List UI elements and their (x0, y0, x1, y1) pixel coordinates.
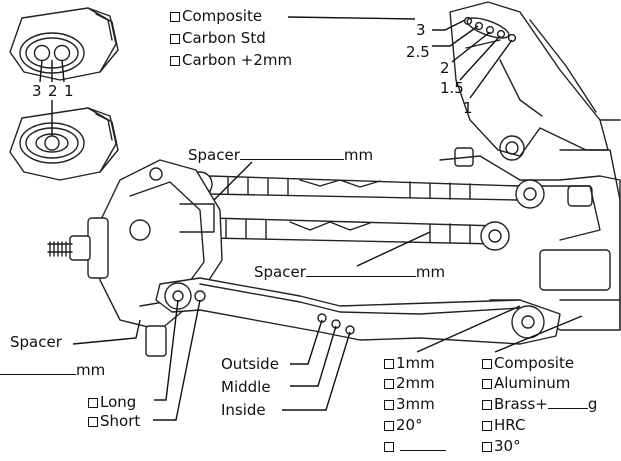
hub-hole-label-2: 2 (48, 82, 58, 100)
ride-spacer-option-2mm[interactable]: 2mm (384, 375, 435, 392)
spacer-unit: mm (76, 361, 106, 379)
hub-hole-label-3: 3 (32, 82, 42, 100)
hub-upright (47, 159, 223, 357)
option-label: Brass+ (494, 395, 548, 413)
camber-material-option-composite[interactable]: Composite (170, 8, 262, 25)
camber-material-option-carbon-std[interactable]: Carbon Std (170, 30, 266, 47)
camber-hole-label-1: 1 (463, 99, 473, 117)
shock-mount-middle-label: Middle (221, 378, 271, 396)
arm-length-option-short[interactable]: Short (88, 413, 140, 430)
camber-hole-label-2: 2 (440, 59, 450, 77)
option-label: 30° (494, 437, 521, 455)
arm-material-option-aluminum[interactable]: Aluminum (482, 375, 570, 392)
option-label: 1mm (396, 354, 435, 372)
option-label: 20° (396, 416, 423, 434)
option-label: Long (100, 393, 137, 411)
arm-material-option-30deg[interactable]: 30° (482, 438, 521, 455)
checkbox-icon[interactable] (384, 379, 394, 389)
checkbox-icon[interactable] (170, 12, 180, 22)
left-spacer-label: Spacer (10, 333, 62, 351)
ride-spacer-option-3mm[interactable]: 3mm (384, 396, 435, 413)
arm-length-option-long[interactable]: Long (88, 394, 136, 411)
option-label: Carbon Std (182, 29, 266, 47)
camber-hole-label-1-5: 1.5 (440, 79, 464, 97)
custom-blank[interactable] (400, 450, 446, 451)
shock-mount-outside-label: Outside (221, 355, 279, 373)
checkbox-icon[interactable] (482, 442, 492, 452)
ride-spacer-option-20deg[interactable]: 20° (384, 417, 423, 434)
lower-arm (155, 277, 561, 345)
checkbox-icon[interactable] (384, 442, 394, 452)
checkbox-icon[interactable] (384, 421, 394, 431)
option-label: Carbon +2mm (182, 51, 293, 69)
option-label: HRC (494, 416, 526, 434)
option-label: 2mm (396, 374, 435, 392)
ride-spacer-option-custom[interactable] (384, 438, 446, 455)
checkbox-icon[interactable] (384, 359, 394, 369)
checkbox-icon[interactable] (482, 421, 492, 431)
spacer-blank[interactable] (0, 374, 76, 375)
upper-spacer-field[interactable]: Spacer mm (188, 147, 373, 164)
spacer-blank[interactable] (239, 159, 344, 160)
checkbox-icon[interactable] (482, 379, 492, 389)
camber-link-plate (449, 1, 621, 331)
shock-mount-inside-label: Inside (221, 401, 266, 419)
option-label: Composite (494, 354, 575, 372)
upper-turnbuckle (187, 171, 545, 209)
spacer-label: Spacer (254, 263, 306, 281)
arm-material-option-brass[interactable]: Brass+ g (482, 396, 597, 413)
checkbox-icon[interactable] (88, 417, 98, 427)
option-label: Composite (182, 7, 263, 25)
weight-blank[interactable] (547, 408, 588, 409)
ride-spacer-option-1mm[interactable]: 1mm (384, 355, 435, 372)
checkbox-icon[interactable] (482, 400, 492, 410)
spacer-unit: mm (343, 146, 374, 164)
camber-hole-label-2-5: 2.5 (406, 43, 430, 61)
arm-material-option-composite[interactable]: Composite (482, 355, 574, 372)
camber-material-option-carbon-plus-2mm[interactable]: Carbon +2mm (170, 52, 292, 69)
hub-hole-inset-bottom (9, 107, 119, 181)
spacer-label: Spacer (188, 146, 240, 164)
checkbox-icon[interactable] (170, 34, 180, 44)
option-label: 3mm (396, 395, 435, 413)
arm-material-option-hrc[interactable]: HRC (482, 417, 525, 434)
checkbox-icon[interactable] (88, 398, 98, 408)
checkbox-icon[interactable] (384, 400, 394, 410)
left-spacer-field[interactable]: mm (0, 362, 105, 379)
option-label: Short (100, 412, 141, 430)
hub-hole-label-1: 1 (64, 82, 74, 100)
lower-turnbuckle (209, 217, 510, 251)
hub-hole-inset-top (9, 7, 119, 81)
checkbox-icon[interactable] (170, 56, 180, 66)
weight-unit: g (587, 395, 598, 413)
checkbox-icon[interactable] (482, 359, 492, 369)
camber-hole-label-3: 3 (416, 21, 426, 39)
option-label: Aluminum (494, 374, 571, 392)
spacer-blank[interactable] (305, 276, 416, 277)
lower-spacer-field[interactable]: Spacer mm (254, 264, 445, 281)
spacer-unit: mm (415, 263, 446, 281)
leader-lines (39, 16, 583, 421)
